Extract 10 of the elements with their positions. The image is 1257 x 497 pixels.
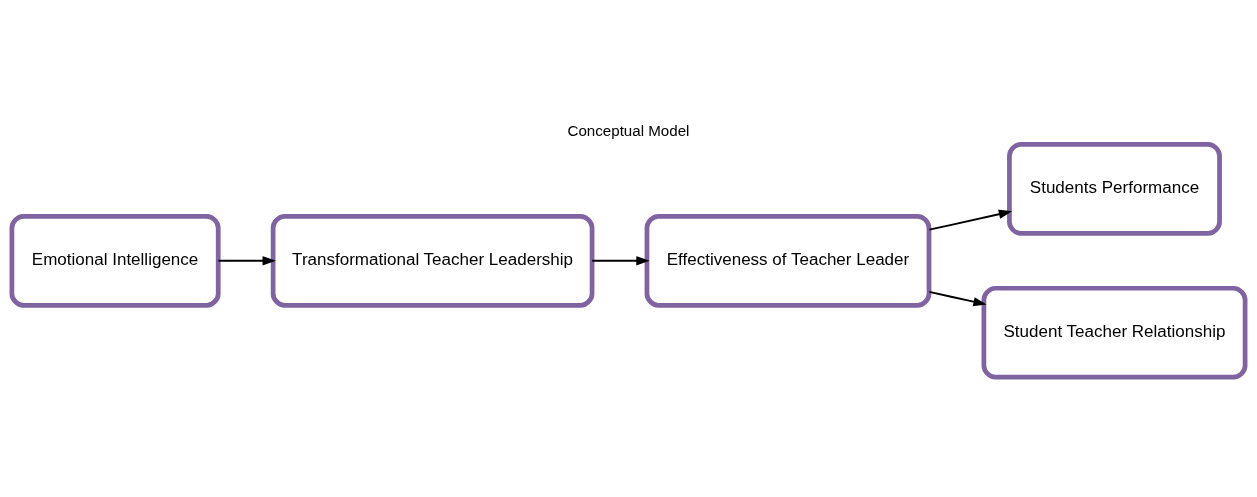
node-box: Transformational Teacher Leadership <box>270 213 595 308</box>
node-box: Effectiveness of Teacher Leader <box>644 213 932 308</box>
arrow <box>928 209 1013 231</box>
arrow <box>217 256 276 266</box>
node-box: Emotional Intelligence <box>9 213 221 308</box>
arrow <box>928 291 987 307</box>
node-box: Students Performance <box>1007 142 1222 236</box>
node-box: Student Teacher Relationship <box>981 285 1248 380</box>
arrow <box>591 256 650 266</box>
diagram-title: Conceptual Model <box>567 121 690 139</box>
